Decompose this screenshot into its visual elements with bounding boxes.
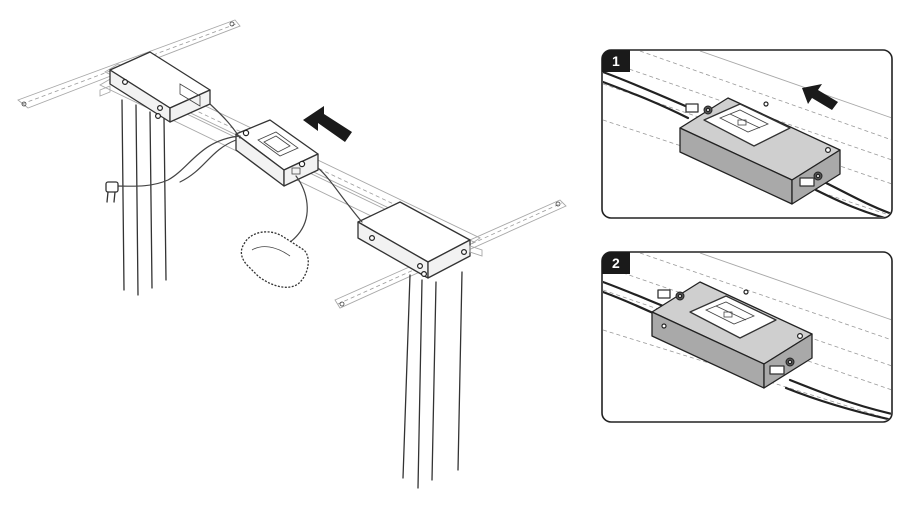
right-legs <box>402 271 463 489</box>
desk-frame-overview <box>17 19 567 489</box>
detail-panel-step-2: 2 <box>601 251 893 423</box>
arrow-left-up-icon <box>303 106 352 142</box>
step-number-1: 1 <box>612 53 620 69</box>
detail-panel-step-1: 1 <box>601 49 893 219</box>
hand-controller <box>240 231 309 288</box>
right-motor-housing <box>357 201 483 279</box>
control-box <box>235 119 319 187</box>
left-motor-housing <box>99 51 211 123</box>
step-number-2: 2 <box>612 255 620 271</box>
left-legs <box>121 99 167 296</box>
power-plug <box>105 181 119 203</box>
